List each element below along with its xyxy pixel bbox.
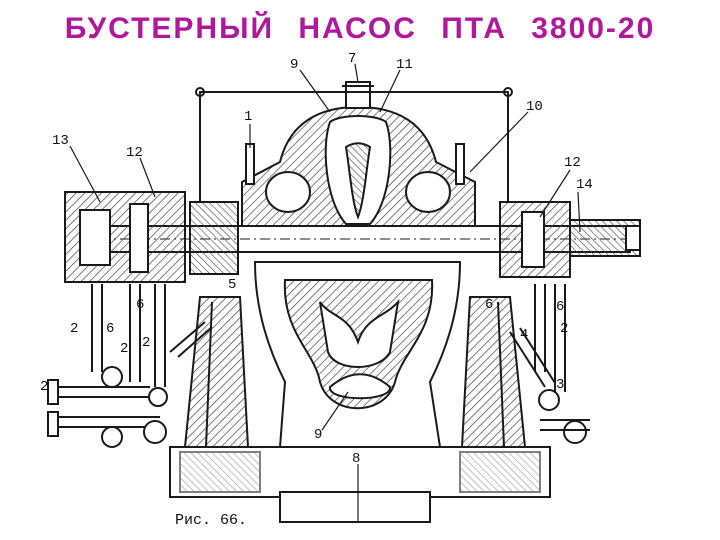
inlet-channel (319, 298, 400, 368)
callout-7: 7 (348, 52, 356, 67)
callout-9-bottom: 9 (314, 427, 322, 443)
callout-6-a: 6 (136, 297, 144, 313)
callout-2-c: 2 (120, 341, 128, 357)
callout-4: 4 (520, 327, 528, 343)
callout-1: 1 (244, 109, 252, 125)
callout-2-a: 2 (70, 321, 78, 337)
callout-2-e: 2 (560, 321, 568, 337)
callout-3: 3 (556, 377, 564, 393)
callout-2-b: 2 (142, 335, 150, 351)
callout-9-top: 9 (290, 57, 298, 73)
pump-cross-section-drawing: 9 7 11 1 10 13 12 12 14 5 6 6 6 6 2 2 2 … (40, 52, 641, 529)
callout-12-right: 12 (564, 155, 581, 171)
figure-caption: Рис. 66. (175, 512, 247, 529)
callout-13: 13 (52, 133, 69, 149)
left-piping (47, 284, 213, 448)
callout-8: 8 (352, 451, 360, 467)
callout-10: 10 (526, 99, 543, 115)
left-pedestal (183, 296, 250, 448)
callout-2-d: 2 (40, 379, 48, 395)
slide-title: БУСТЕРНЫЙ НАСОС ПТА 3800-20 (64, 12, 656, 45)
callout-14: 14 (576, 177, 593, 193)
callout-12-left: 12 (126, 145, 143, 161)
right-pedestal (460, 296, 527, 448)
callout-6-d: 6 (485, 297, 493, 313)
callout-11: 11 (396, 57, 413, 73)
callout-6-c: 6 (556, 299, 564, 315)
callout-5: 5 (228, 277, 236, 293)
right-piping (509, 284, 590, 444)
callout-6-b: 6 (106, 321, 114, 337)
